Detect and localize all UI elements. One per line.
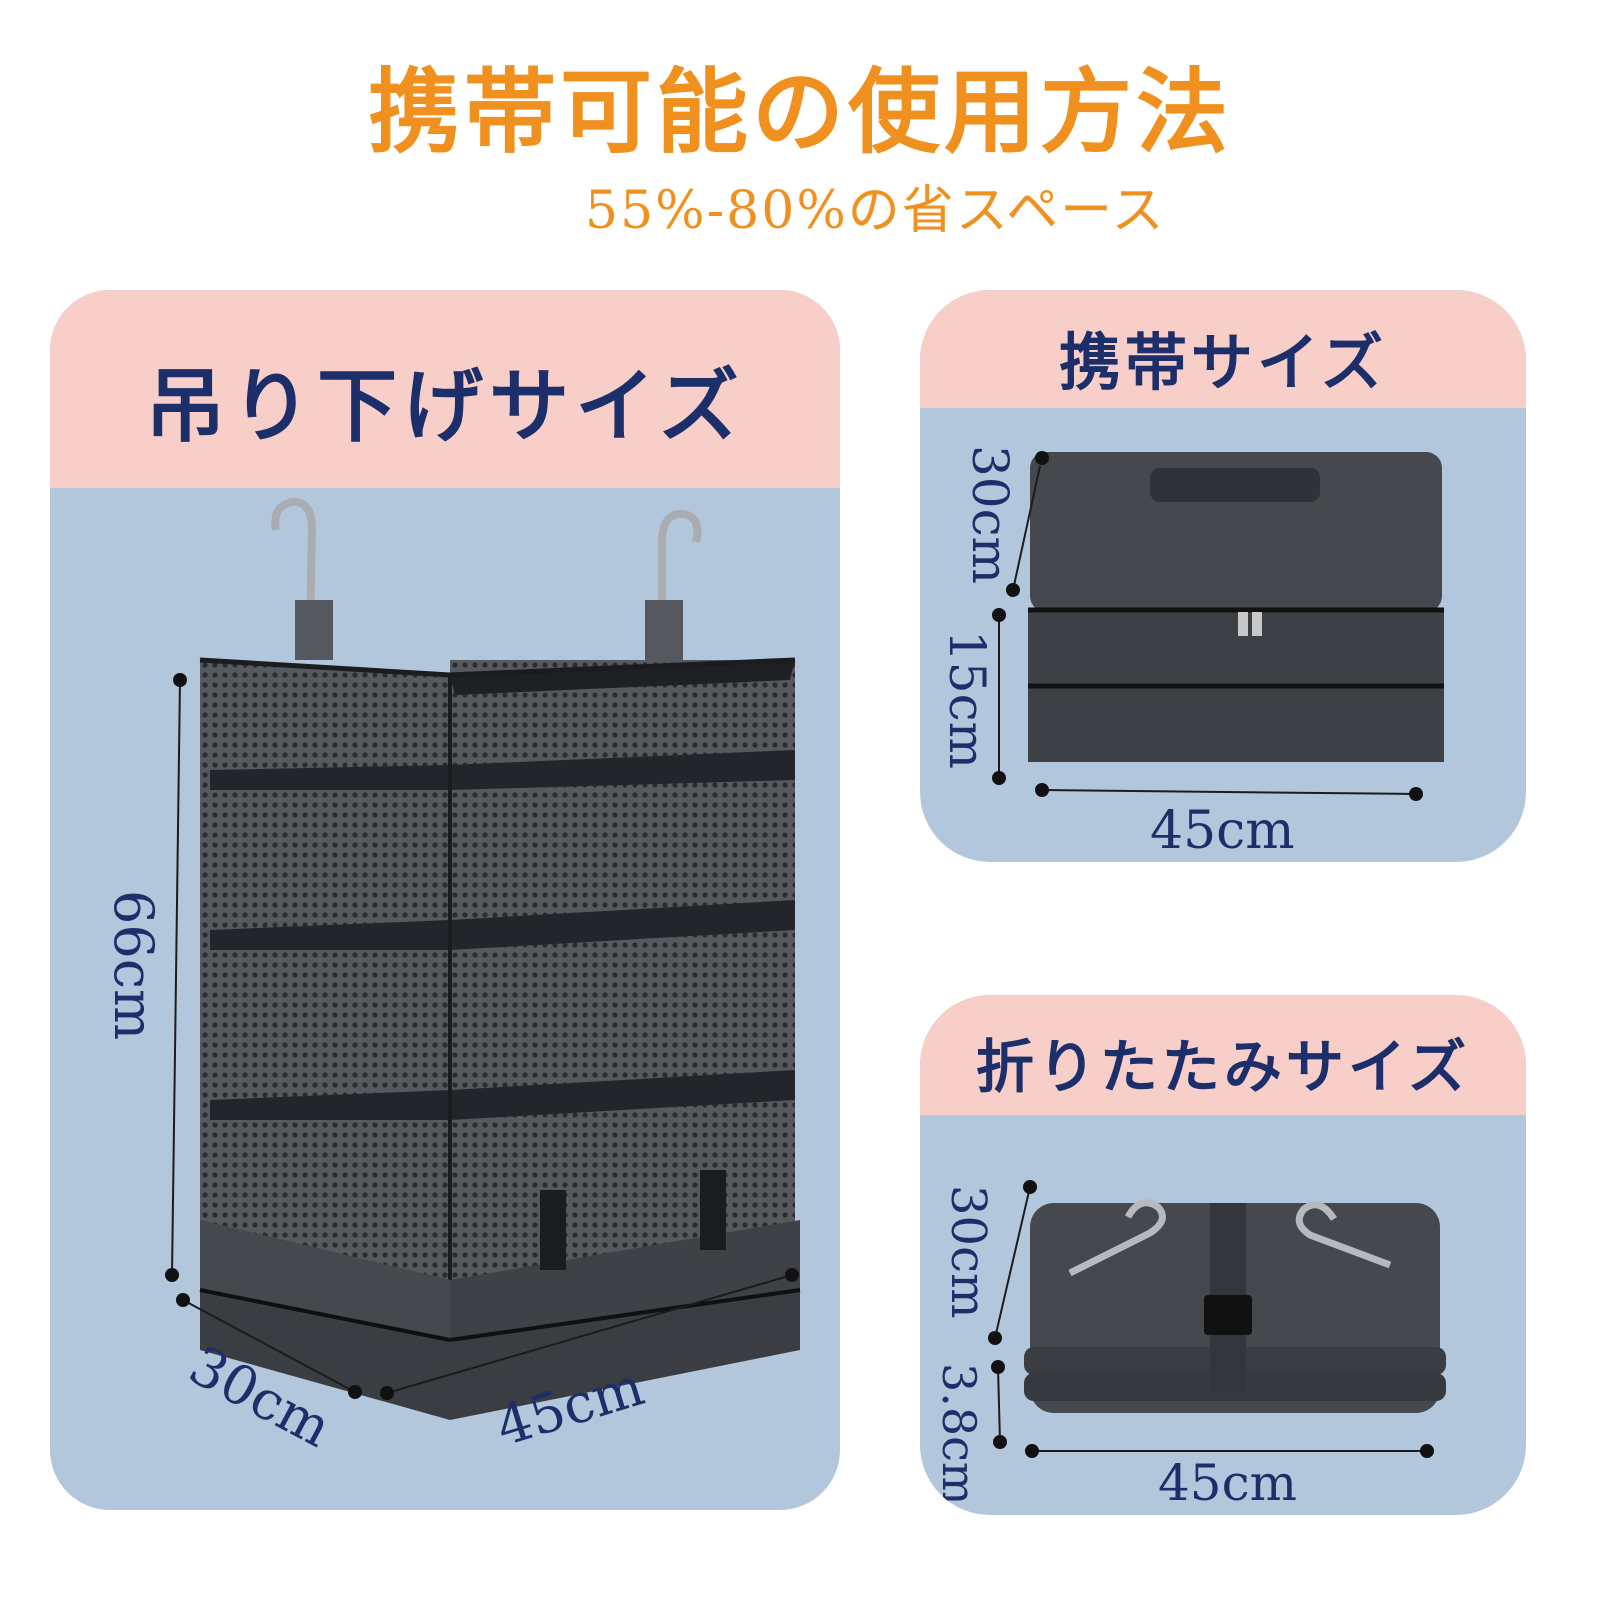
carry-size-panel: 携帯サイズ 30cm 15cm 45cm	[920, 290, 1526, 862]
page-title: 携帯可能の使用方法	[367, 58, 1232, 166]
hanging-size-title: 吊り下げサイズ	[145, 359, 745, 453]
carry-bag-illustration	[992, 451, 1444, 801]
left-hook-icon	[271, 497, 317, 631]
hanging-size-panel: 吊り下げサイズ	[50, 290, 840, 1510]
carry-height-label: 15cm	[938, 630, 996, 770]
right-fold-hook-icon	[1295, 1201, 1392, 1269]
folded-width-label: 45cm	[1158, 1454, 1298, 1512]
folded-thickness-label: 3.8cm	[932, 1363, 986, 1506]
hanging-organizer-illustration	[165, 497, 801, 1420]
carry-width-label: 45cm	[1150, 801, 1295, 861]
hanging-size-header: 吊り下げサイズ	[50, 290, 840, 488]
folded-size-panel: 折りたたみサイズ 30cm 3.8cm 45cm	[920, 995, 1526, 1515]
folded-organizer-illustration	[988, 1180, 1446, 1458]
left-fold-hook-icon	[1068, 1199, 1166, 1277]
page-subtitle: 55%-80%の省スペース	[585, 181, 1166, 241]
folded-size-title: 折りたたみサイズ	[975, 1033, 1471, 1101]
folded-size-header: 折りたたみサイズ	[920, 995, 1526, 1115]
right-hook-icon	[658, 509, 702, 630]
carry-depth-label: 30cm	[961, 445, 1019, 585]
carry-size-title: 携帯サイズ	[1058, 326, 1388, 399]
folded-depth-label: 30cm	[940, 1185, 996, 1319]
hanging-height-label: 66cm	[102, 890, 165, 1041]
carry-size-header: 携帯サイズ	[920, 290, 1526, 408]
